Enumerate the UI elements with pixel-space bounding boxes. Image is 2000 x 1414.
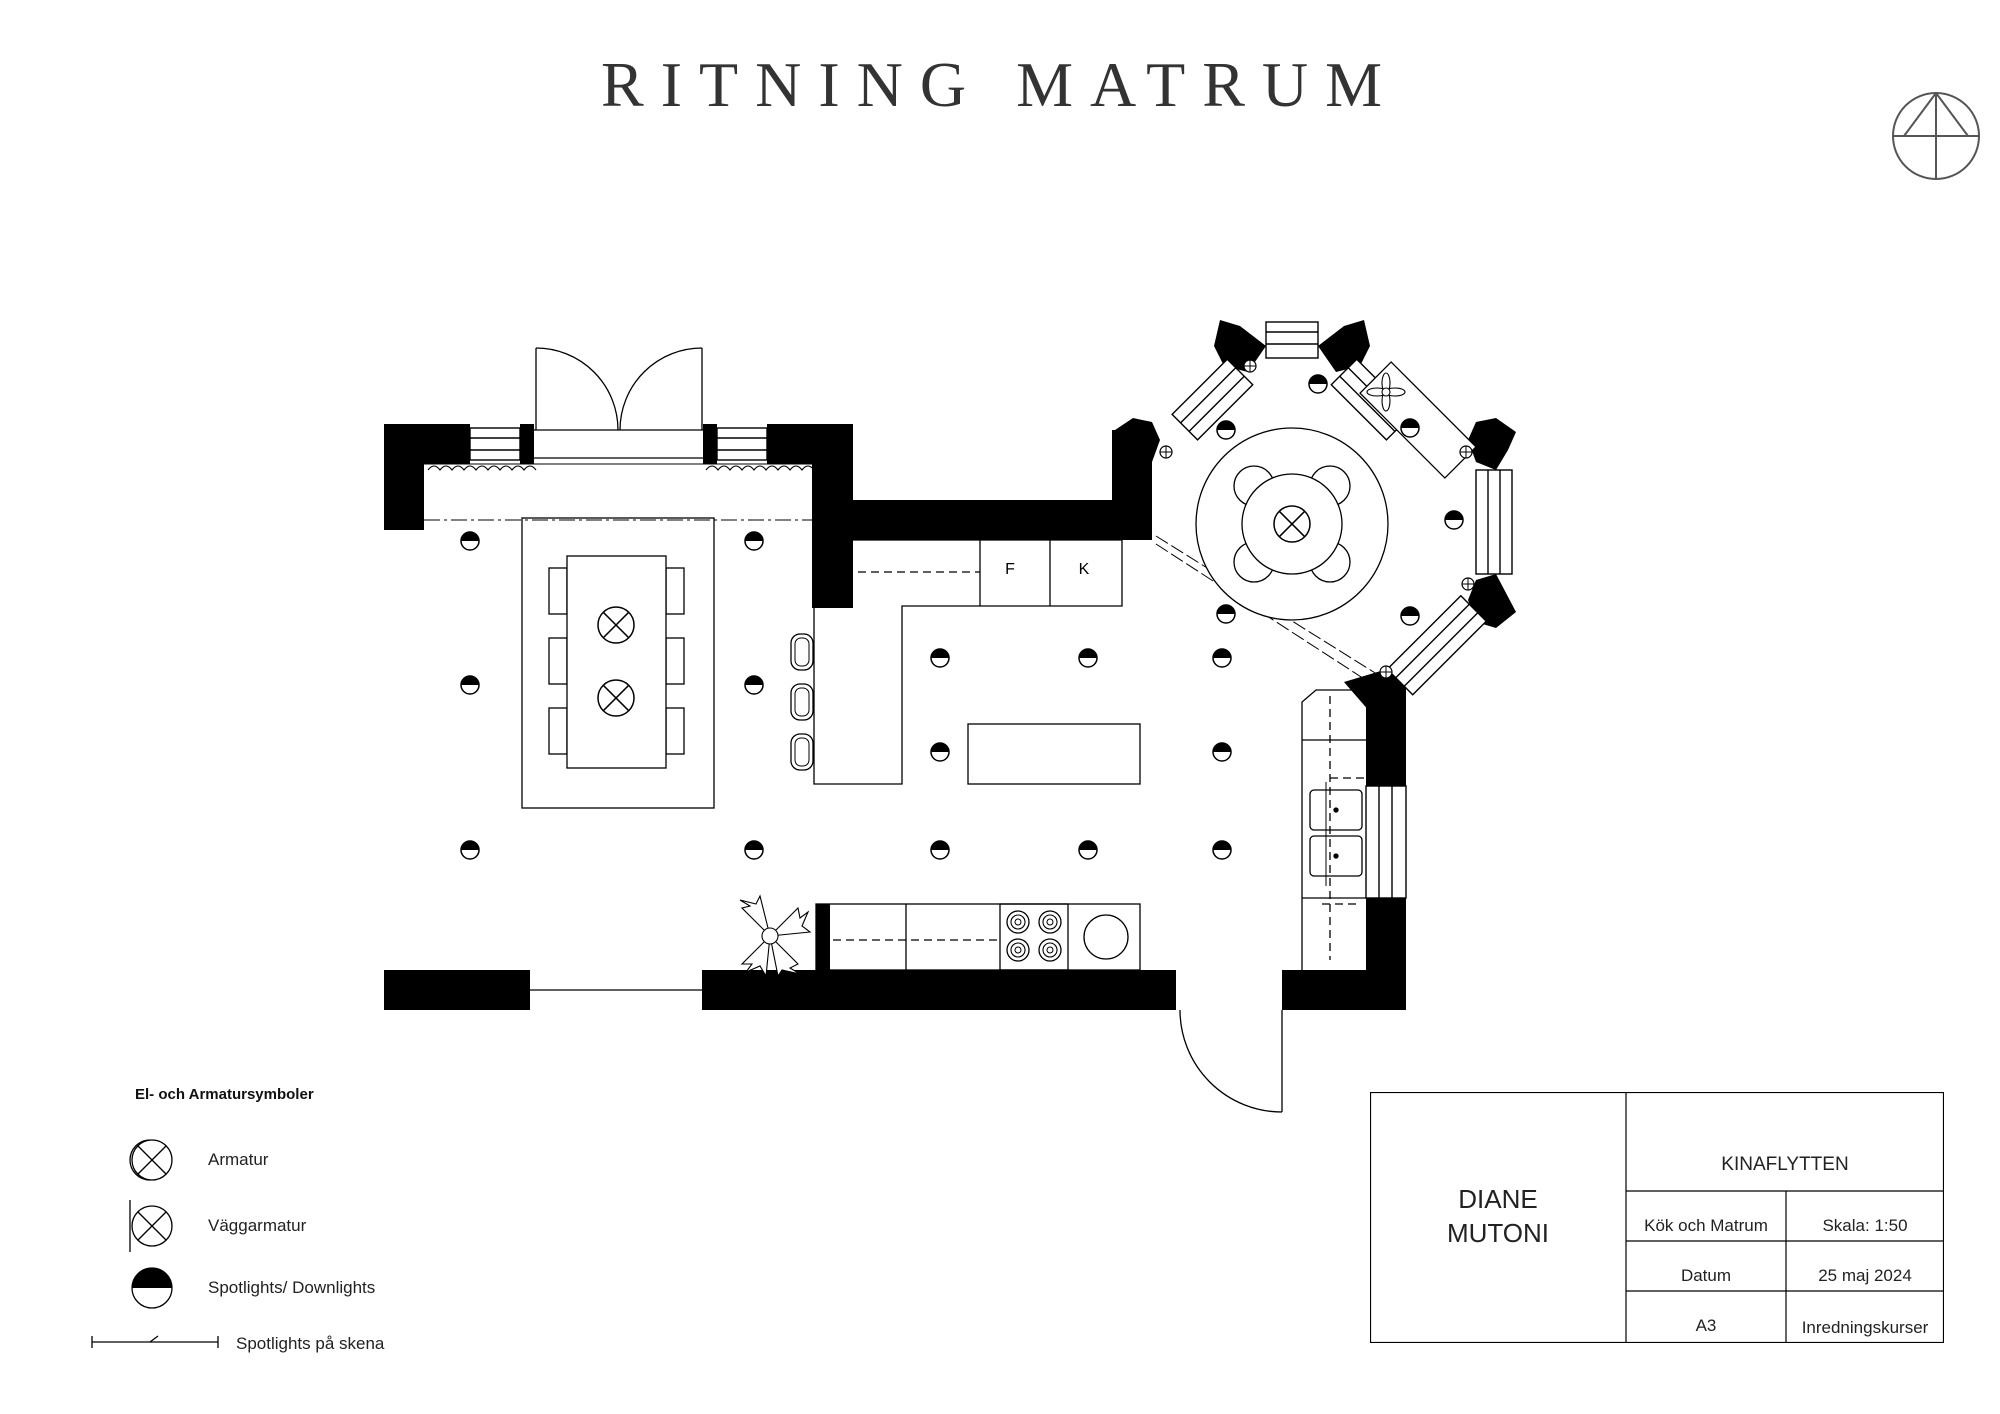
armatur-icon [129, 1139, 150, 1181]
legend-title: El- och Armatursymboler [135, 1086, 314, 1103]
spotlight-icon [930, 840, 950, 860]
legend-item-spotlight: Spotlights/ Downlights [90, 1264, 510, 1314]
wall-fixture-icon [1461, 577, 1475, 591]
legend-label: Väggarmatur [208, 1216, 307, 1235]
designer-name: DIANE MUTONI [1370, 1182, 1626, 1250]
spotlight-icon [1400, 418, 1420, 438]
armatur-icon [131, 1139, 173, 1181]
walls [384, 320, 1516, 1010]
doors [530, 347, 1283, 1113]
rug [521, 517, 715, 809]
spotlight-icon [1400, 606, 1420, 626]
drawing-title: RITNING MATRUM [601, 49, 1399, 120]
spotlight-icon [131, 1267, 173, 1309]
burner-icon [1006, 910, 1030, 934]
burner-icon [1006, 938, 1030, 962]
spotlight-icon [1212, 742, 1232, 762]
pendant-fixture-icon [1273, 505, 1311, 543]
round-sink [1083, 914, 1129, 960]
paper-format: A3 [1695, 1316, 1717, 1335]
wall-fixture-icon [129, 1200, 173, 1252]
wall-fixture-icon [1243, 359, 1257, 373]
double-sink [1309, 782, 1363, 886]
spotlight-icon [1212, 840, 1232, 860]
dining-table [548, 555, 685, 769]
spotlight-icon [460, 675, 480, 695]
spotlight-icon [1216, 604, 1236, 624]
burner-icon [1038, 910, 1062, 934]
fridge-label: F [1005, 561, 1015, 578]
spotlight-icon [460, 531, 480, 551]
spotlight-icon [1308, 374, 1328, 394]
legend-label: Armatur [208, 1150, 269, 1169]
kitchen-counters [813, 539, 1366, 971]
spotlight-icon [1216, 420, 1236, 440]
scale-value: Skala: 1:50 [1822, 1216, 1908, 1235]
legend-item-wall-fixture: Väggarmatur [90, 1198, 510, 1252]
wall-fixture-icon [1159, 445, 1173, 459]
spotlight-icon [1078, 648, 1098, 668]
designer-last-name: MUTONI [1446, 1218, 1550, 1248]
spotlight-icon [1078, 840, 1098, 860]
date-label: Datum [1680, 1266, 1732, 1285]
freezer-label: K [1079, 561, 1090, 578]
spotlight-icon [744, 675, 764, 695]
north-arrow-icon [1892, 92, 1980, 180]
track-spotlight-icon [91, 1335, 219, 1348]
spotlight-icon [1444, 510, 1464, 530]
legend-label: Spotlights på skena [236, 1334, 385, 1353]
bar-stool [790, 683, 814, 721]
burner-icon [1038, 938, 1062, 962]
title-block: DIANE MUTONI KINAFLYTTEN Kök och Matrum … [1370, 1092, 1944, 1343]
wall-fixture-icon [1459, 445, 1473, 459]
pendant-fixture-icon [597, 679, 635, 717]
spotlight-icon [460, 840, 480, 860]
pendant-fixture-icon [597, 606, 635, 644]
company-name: Inredningskurser [1801, 1318, 1929, 1337]
date-value: 25 maj 2024 [1818, 1266, 1912, 1285]
legend: El- och Armatursymboler Armatur Väggarma… [90, 1080, 510, 1380]
legend-item-track-spotlight: Spotlights på skena [90, 1330, 510, 1380]
bar-stool [790, 633, 814, 671]
plant-icon [739, 894, 812, 978]
spotlight-icon [930, 742, 950, 762]
legend-item-armatur: Armatur [90, 1136, 510, 1186]
title-block-grid [1370, 1092, 1944, 1343]
bar-stool [790, 733, 814, 771]
room-name: Kök och Matrum [1644, 1216, 1768, 1235]
spotlight-icon [744, 531, 764, 551]
project-name: KINAFLYTTEN [1721, 1154, 1849, 1175]
wall-fixture-icon [1379, 665, 1393, 679]
legend-label: Spotlights/ Downlights [208, 1278, 376, 1297]
fan-plant-icon [1366, 372, 1406, 412]
spotlight-icon [930, 648, 950, 668]
designer-first-name: DIANE [1458, 1184, 1538, 1214]
curtains [424, 463, 815, 471]
spotlight-icon [1212, 648, 1232, 668]
spotlight-icon [744, 840, 764, 860]
